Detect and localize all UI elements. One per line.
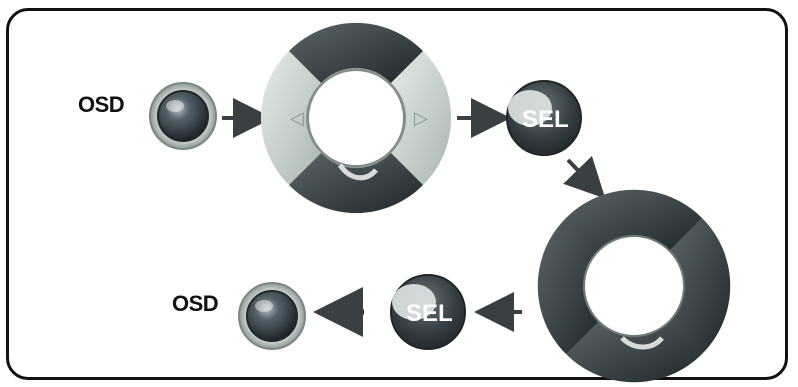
dpad-left-arrow-icon: ◁ <box>290 108 304 128</box>
select-button-top: SEL <box>506 80 582 156</box>
dpad-bottom <box>537 189 731 383</box>
select-label-top: SEL <box>522 106 569 133</box>
osd-label-top: OSD <box>78 92 125 117</box>
select-label-bottom: SEL <box>406 300 453 327</box>
dpad-right-arrow-icon: ▷ <box>414 108 428 128</box>
select-button-bottom: SEL <box>390 274 466 350</box>
osd-label-bottom: OSD <box>172 291 219 316</box>
arrow-icon <box>563 155 606 199</box>
osd-button-bottom <box>238 282 306 350</box>
dpad-top: ◁ ▷ <box>260 22 452 214</box>
osd-button-top <box>149 82 217 150</box>
